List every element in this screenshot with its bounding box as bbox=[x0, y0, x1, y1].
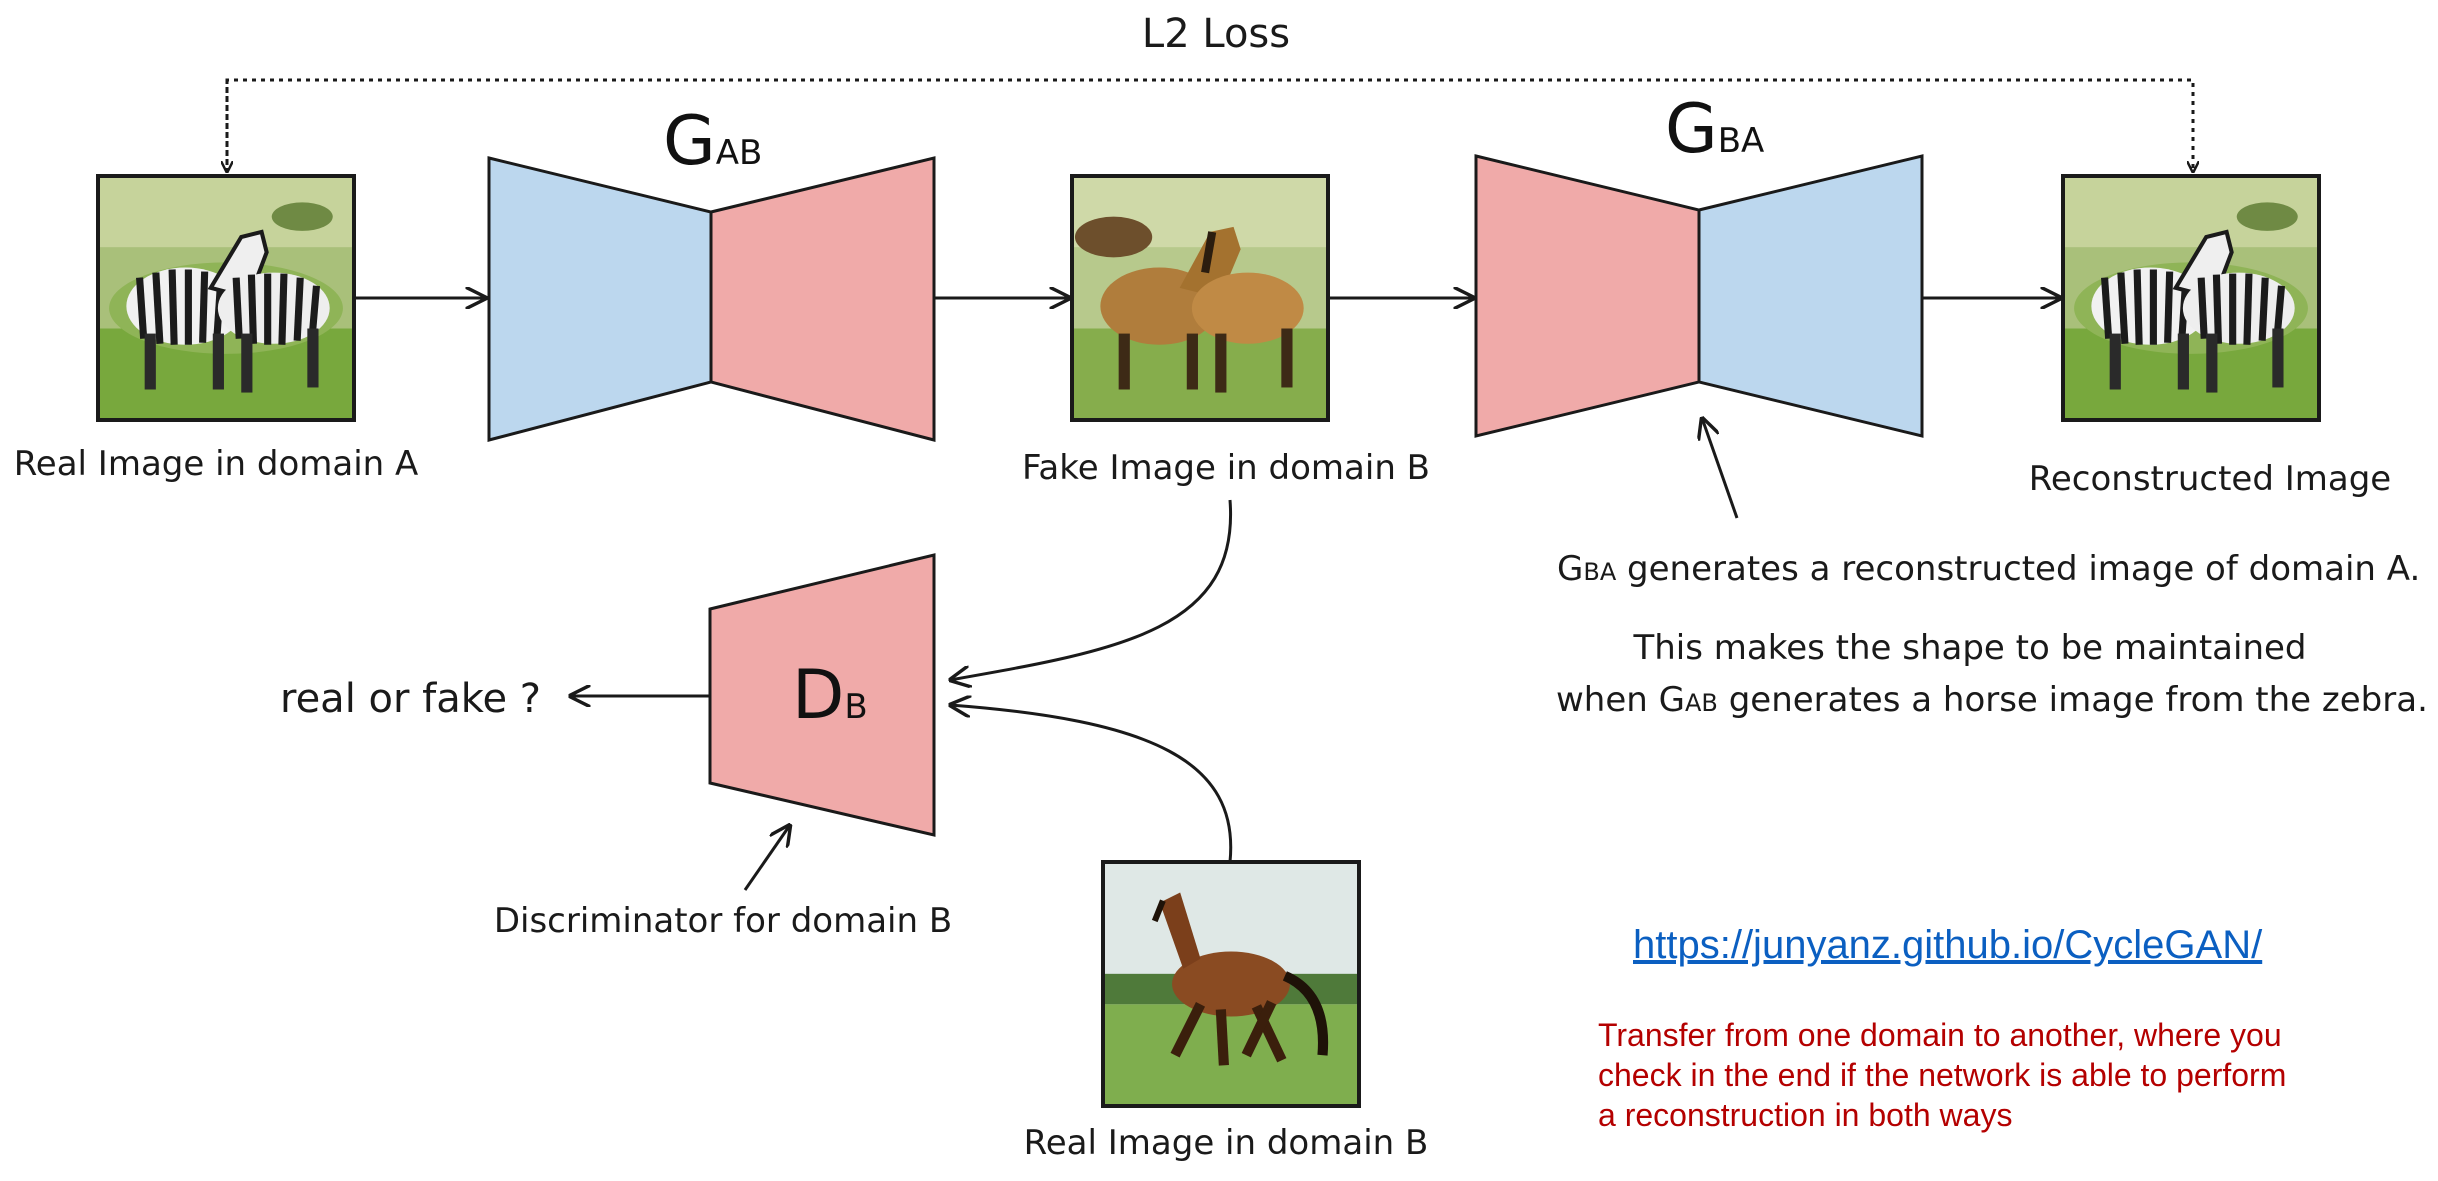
note-line: a reconstruction in both ways bbox=[1598, 1097, 2012, 1133]
caption-reconstructed: Reconstructed Image bbox=[2029, 459, 2391, 499]
gab-decoder-shape bbox=[709, 156, 936, 442]
fake-image-domain-b bbox=[1070, 174, 1330, 422]
galloping-horse-image bbox=[1104, 862, 1358, 1106]
caption-fake-b: Fake Image in domain B bbox=[1022, 448, 1430, 488]
arrow-gba-annotation bbox=[1702, 418, 1739, 519]
zebra-image bbox=[99, 176, 353, 420]
l2-loss-connector bbox=[227, 78, 2193, 172]
annotation-line-3: when GAB generates a horse image from th… bbox=[1556, 680, 2428, 720]
annotation-line-1: GBA generates a reconstructed image of d… bbox=[1557, 549, 2420, 589]
db-symbol: DB bbox=[792, 656, 868, 735]
note-line: Transfer from one domain to another, whe… bbox=[1598, 1017, 2282, 1053]
caption-real-a: Real Image in domain A bbox=[14, 444, 419, 484]
discriminator-db-shape bbox=[708, 553, 936, 837]
real-image-domain-b bbox=[1101, 860, 1361, 1108]
gab-encoder-shape bbox=[487, 156, 713, 442]
gba-decoder-shape bbox=[1474, 154, 1701, 438]
zebra-image bbox=[2064, 176, 2318, 420]
generator-gba bbox=[1474, 154, 1924, 438]
horse-pair-image bbox=[1073, 176, 1327, 420]
discriminator-output-label: real or fake ? bbox=[280, 676, 541, 722]
reconstructed-image bbox=[2061, 174, 2321, 422]
generator-gab bbox=[487, 156, 936, 442]
gba-encoder-shape bbox=[1697, 154, 1924, 438]
arrow-fake-to-discriminator bbox=[950, 499, 1233, 680]
arrow-discriminator-caption bbox=[743, 825, 790, 891]
annotation-line-2: This makes the shape to be maintained bbox=[1632, 628, 2306, 668]
gab-symbol: GAB bbox=[663, 102, 762, 181]
caption-discriminator: Discriminator for domain B bbox=[494, 901, 952, 941]
note-line: check in the end if the network is able … bbox=[1598, 1057, 2286, 1093]
caption-real-b: Real Image in domain B bbox=[1024, 1123, 1429, 1163]
flow-arrows bbox=[354, 298, 2061, 891]
note-block: Transfer from one domain to another, whe… bbox=[1598, 1017, 2286, 1133]
l2-loss-label: L2 Loss bbox=[1142, 11, 1290, 57]
cyclegan-link[interactable]: https://junyanz.github.io/CycleGAN/ bbox=[1633, 923, 2263, 967]
gba-symbol: GBA bbox=[1665, 90, 1764, 169]
arrow-realb-to-discriminator bbox=[950, 705, 1233, 863]
real-image-domain-a bbox=[96, 174, 356, 422]
